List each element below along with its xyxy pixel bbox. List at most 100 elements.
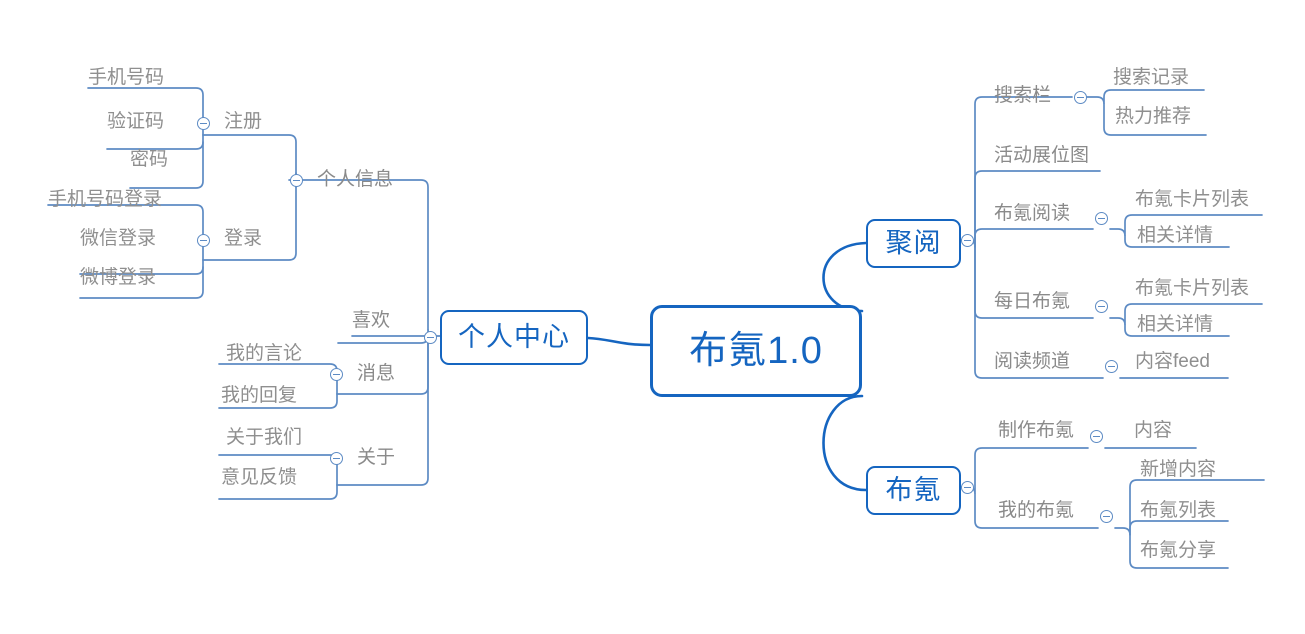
branch-node-buke[interactable]: 布氪: [866, 466, 961, 515]
node-label: 关于: [357, 447, 396, 468]
collapse-toggle-my-buke[interactable]: [1100, 510, 1113, 523]
node-phone-login[interactable]: 手机号码登录: [48, 190, 162, 209]
node-my-speech[interactable]: 我的言论: [226, 344, 302, 363]
node-label: 登录: [224, 228, 263, 249]
node-buke-card-list-reading[interactable]: 布氪卡片列表: [1135, 190, 1249, 209]
node-password[interactable]: 密码: [130, 150, 168, 169]
collapse-toggle-login[interactable]: [197, 234, 210, 247]
edge-mine-list: [1129, 520, 1229, 536]
node-buke-list[interactable]: 布氪列表: [1140, 501, 1216, 520]
collapse-toggle-personal-info[interactable]: [290, 174, 303, 187]
edge-root-juyue: [822, 241, 868, 313]
node-label: 手机号码: [88, 67, 165, 88]
node-label: 微信登录: [80, 228, 157, 249]
node-content-feed[interactable]: 内容feed: [1135, 352, 1210, 371]
node-label: 喜欢: [352, 310, 391, 331]
node-label: 搜索栏: [994, 85, 1052, 106]
node-buke-share[interactable]: 布氪分享: [1140, 541, 1216, 560]
node-wechat-login[interactable]: 微信登录: [80, 229, 156, 248]
node-label: 个人信息: [317, 169, 394, 190]
edge-juyue-reading: [974, 228, 1094, 248]
node-activity-booth-map[interactable]: 活动展位图: [994, 146, 1089, 165]
node-message[interactable]: 消息: [357, 364, 395, 383]
node-login[interactable]: 登录: [224, 229, 262, 248]
node-label: 新增内容: [1140, 459, 1217, 480]
node-label: 布氪卡片列表: [1135, 189, 1250, 210]
branch-node-juyue[interactable]: 聚阅: [866, 219, 961, 268]
node-label: 我的布氪: [998, 500, 1075, 521]
node-search-history[interactable]: 搜索记录: [1113, 68, 1189, 87]
node-personal-info[interactable]: 个人信息: [317, 170, 393, 189]
collapse-toggle-buke[interactable]: [961, 481, 974, 494]
node-label: 活动展位图: [994, 145, 1090, 166]
branch-node-personal-center[interactable]: 个人中心: [440, 310, 588, 365]
node-verify-code[interactable]: 验证码: [107, 112, 164, 131]
node-content[interactable]: 内容: [1134, 421, 1172, 440]
node-reading-channel[interactable]: 阅读频道: [994, 352, 1070, 371]
node-label: 我的言论: [226, 343, 303, 364]
node-related-detail-reading[interactable]: 相关详情: [1137, 226, 1213, 245]
root-label: 布氪1.0: [689, 330, 823, 372]
node-phone-number[interactable]: 手机号码: [88, 68, 164, 87]
edge-profile-login: [202, 186, 297, 261]
node-label: 意见反馈: [221, 467, 298, 488]
node-search-bar[interactable]: 搜索栏: [994, 86, 1051, 105]
node-my-buke[interactable]: 我的布氪: [998, 501, 1074, 520]
edge-root-personal: [586, 336, 652, 347]
node-hot-recommend[interactable]: 热力推荐: [1115, 107, 1191, 126]
node-label: 消息: [357, 363, 396, 384]
node-label: 内容: [1134, 420, 1173, 441]
collapse-toggle-personal-center[interactable]: [424, 331, 437, 344]
node-label: 阅读频道: [994, 351, 1071, 372]
collapse-toggle-juyue[interactable]: [961, 234, 974, 247]
node-register[interactable]: 注册: [224, 112, 262, 131]
node-about[interactable]: 关于: [357, 448, 395, 467]
node-label: 内容feed: [1135, 351, 1210, 372]
collapse-toggle-register[interactable]: [197, 117, 210, 130]
node-label: 验证码: [107, 111, 165, 132]
node-label: 布氪列表: [1140, 500, 1217, 521]
collapse-toggle-reading-channel[interactable]: [1105, 360, 1118, 373]
node-like[interactable]: 喜欢: [352, 311, 390, 330]
node-daily-buke[interactable]: 每日布氪: [994, 292, 1070, 311]
node-label: 相关详情: [1137, 225, 1214, 246]
edge-search-history: [1086, 89, 1205, 105]
edge-root-buke: [822, 394, 868, 492]
edge-personal-profile: [295, 179, 429, 330]
node-label: 密码: [130, 149, 169, 170]
node-my-reply[interactable]: 我的回复: [221, 386, 297, 405]
edge-buke-make: [960, 447, 1089, 495]
node-buke-card-list-daily[interactable]: 布氪卡片列表: [1135, 279, 1249, 298]
branch-label-juyue: 聚阅: [885, 228, 942, 258]
node-label: 布氪分享: [1140, 540, 1217, 561]
collapse-toggle-search-bar[interactable]: [1074, 91, 1087, 104]
node-label: 每日布氪: [994, 291, 1071, 312]
node-label: 微博登录: [80, 267, 157, 288]
edge-juyue-search: [960, 96, 1073, 248]
collapse-toggle-daily-buke[interactable]: [1095, 300, 1108, 313]
node-label: 注册: [224, 111, 263, 132]
node-new-content[interactable]: 新增内容: [1140, 460, 1216, 479]
node-label: 相关详情: [1137, 314, 1214, 335]
root-node[interactable]: 布氪1.0: [650, 305, 862, 397]
node-about-us[interactable]: 关于我们: [226, 428, 302, 447]
node-label: 关于我们: [226, 427, 303, 448]
node-related-detail-daily[interactable]: 相关详情: [1137, 315, 1213, 334]
node-make-buke[interactable]: 制作布氪: [998, 421, 1074, 440]
node-label: 布氪卡片列表: [1135, 278, 1250, 299]
collapse-toggle-make-buke[interactable]: [1090, 430, 1103, 443]
node-buke-reading[interactable]: 布氪阅读: [994, 204, 1070, 223]
edge-profile-register: [202, 134, 297, 181]
node-label: 布氪阅读: [994, 203, 1071, 224]
collapse-toggle-buke-reading[interactable]: [1095, 212, 1108, 225]
node-label: 手机号码登录: [48, 189, 163, 210]
collapse-toggle-message[interactable]: [330, 368, 343, 381]
collapse-toggle-about[interactable]: [330, 452, 343, 465]
node-label: 制作布氪: [998, 420, 1075, 441]
node-weibo-login[interactable]: 微博登录: [80, 268, 156, 287]
branch-label-personal-center: 个人中心: [458, 322, 570, 352]
node-label: 搜索记录: [1113, 67, 1190, 88]
branch-label-buke: 布氪: [885, 475, 942, 505]
node-feedback[interactable]: 意见反馈: [221, 468, 297, 487]
